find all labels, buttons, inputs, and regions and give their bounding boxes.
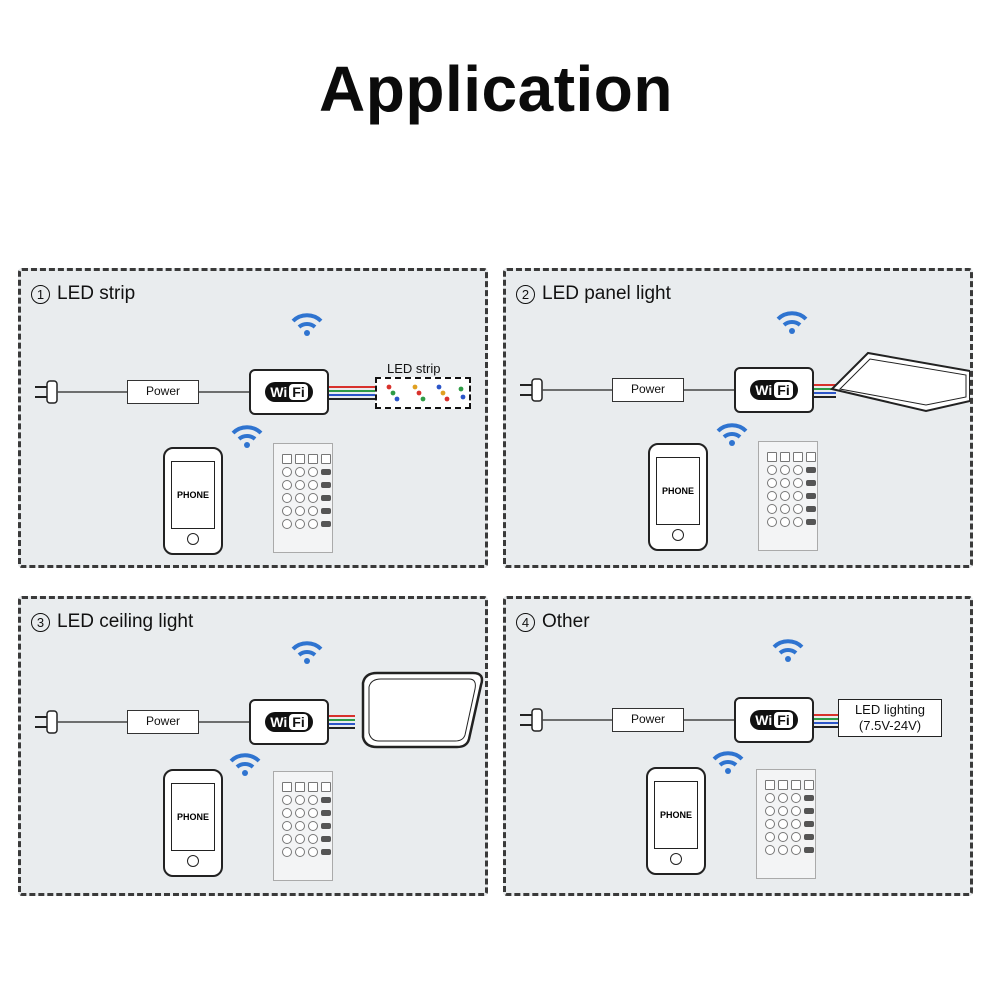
rgb-wires — [812, 384, 836, 398]
phone-home-button — [672, 529, 684, 541]
panel-title-text: LED panel light — [542, 283, 671, 304]
led-dots — [386, 384, 466, 402]
panel-title-text: LED strip — [57, 283, 136, 304]
wifi-signal-icon — [772, 639, 804, 662]
voltage-range-label: (7.5V-24V) — [858, 718, 922, 733]
step-number: 3 — [31, 612, 50, 632]
panel-title-text: Other — [542, 611, 590, 632]
led-strip: LED strip — [375, 361, 471, 409]
remote-control-icon — [756, 769, 816, 879]
led-strip-label: LED strip — [387, 361, 441, 376]
plug-icon — [520, 708, 543, 732]
panel-title: 4 Other — [516, 611, 590, 633]
led-lighting-box: LED lighting (7.5V-24V) — [838, 699, 942, 737]
phone-screen-label: PHONE — [654, 781, 698, 849]
panel-title: 2 LED panel light — [516, 283, 671, 305]
step-number: 2 — [516, 284, 535, 304]
wifi-signal-icon — [231, 425, 263, 448]
power-supply-box: Power — [127, 380, 199, 404]
phone-screen-label: PHONE — [656, 457, 700, 525]
phone-icon: PHONE — [646, 767, 706, 875]
wifi-signal-icon — [291, 641, 323, 664]
phone-icon: PHONE — [163, 447, 223, 555]
power-supply-box: Power — [612, 708, 684, 732]
step-number: 4 — [516, 612, 535, 632]
phone-screen-label: PHONE — [171, 783, 215, 851]
remote-control-icon — [273, 771, 333, 881]
power-supply-box: Power — [127, 710, 199, 734]
phone-home-button — [187, 855, 199, 867]
page-title: Application — [319, 53, 673, 125]
plug-icon — [520, 378, 543, 402]
power-supply-box: Power — [612, 378, 684, 402]
panel-wiring — [35, 671, 484, 749]
panel-title-text: LED ceiling light — [57, 611, 194, 632]
wifi-signal-icon — [776, 311, 808, 334]
rgb-wires — [327, 386, 375, 400]
wifi-signal-icon — [716, 423, 748, 446]
plug-icon — [35, 710, 58, 734]
panel-title: 3 LED ceiling light — [31, 611, 193, 633]
panel-wiring — [35, 380, 375, 404]
phone-icon: PHONE — [163, 769, 223, 877]
led-panel-light-icon — [830, 351, 970, 413]
phone-home-button — [187, 533, 199, 545]
wifi-signal-icon — [229, 753, 261, 776]
phone-home-button — [670, 853, 682, 865]
step-number: 1 — [31, 284, 50, 304]
panel-wiring — [520, 708, 838, 732]
panel-wiring — [520, 351, 970, 413]
phone-screen-label: PHONE — [171, 461, 215, 529]
rgb-wires — [812, 714, 838, 728]
remote-control-icon — [758, 441, 818, 551]
plug-icon — [35, 380, 58, 404]
led-ceiling-light-icon — [361, 671, 484, 749]
panel-title: 1 LED strip — [31, 283, 135, 305]
wifi-signal-icon — [712, 751, 744, 774]
phone-icon: PHONE — [648, 443, 708, 551]
rgb-wires — [327, 715, 355, 729]
remote-control-icon — [273, 443, 333, 553]
wifi-signal-icon — [291, 313, 323, 336]
led-lighting-label: LED lighting — [854, 702, 926, 717]
